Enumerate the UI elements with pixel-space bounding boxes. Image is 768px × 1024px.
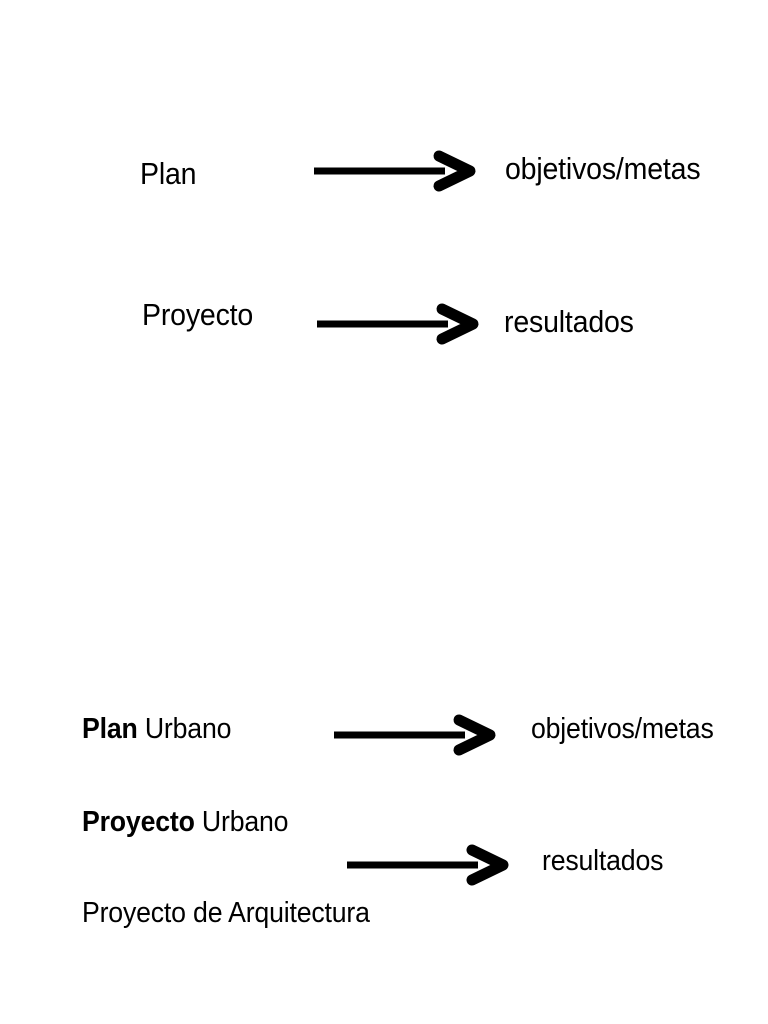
label-objetivos-metas-top-text: objetivos/metas: [505, 151, 701, 186]
label-resultados-bottom-text: resultados: [542, 845, 664, 877]
label-resultados-top-text: resultados: [504, 304, 634, 339]
label-resultados-top: resultados: [504, 306, 634, 337]
label-objetivos-metas-top: objetivos/metas: [505, 151, 701, 186]
arrow-right-icon-plan-objetivos: [312, 150, 476, 192]
label-plan-urbano: Plan Urbano: [82, 715, 231, 744]
label-proyecto-text: Proyecto: [142, 297, 254, 332]
label-proyecto-de-arquitectura-text: Proyecto de Arquitectura: [82, 897, 370, 929]
label-objetivos-metas-bottom: objetivos/metas: [531, 715, 714, 744]
label-objetivos-metas-bottom-text: objetivos/metas: [531, 713, 714, 745]
label-plan-text: Plan: [140, 156, 197, 191]
label-plan-urbano-bold: Plan: [82, 713, 138, 745]
label-proyecto-de-arquitectura: Proyecto de Arquitectura: [82, 899, 370, 928]
arrow-right-icon-proyecto-resultados-bottom: [345, 844, 509, 886]
arrow-right-icon-proyecto-resultados: [315, 303, 479, 345]
label-proyecto-urbano-bold: Proyecto: [82, 806, 195, 838]
label-plan-urbano-regular: Urbano: [137, 713, 232, 745]
label-proyecto-urbano: Proyecto Urbano: [82, 806, 289, 838]
arrow-right-icon-plan-urbano-objetivos: [332, 714, 496, 756]
label-plan: Plan: [140, 156, 197, 191]
label-proyecto-urbano-regular: Urbano: [194, 806, 289, 838]
label-proyecto: Proyecto: [142, 299, 253, 330]
label-resultados-bottom: resultados: [542, 847, 663, 876]
